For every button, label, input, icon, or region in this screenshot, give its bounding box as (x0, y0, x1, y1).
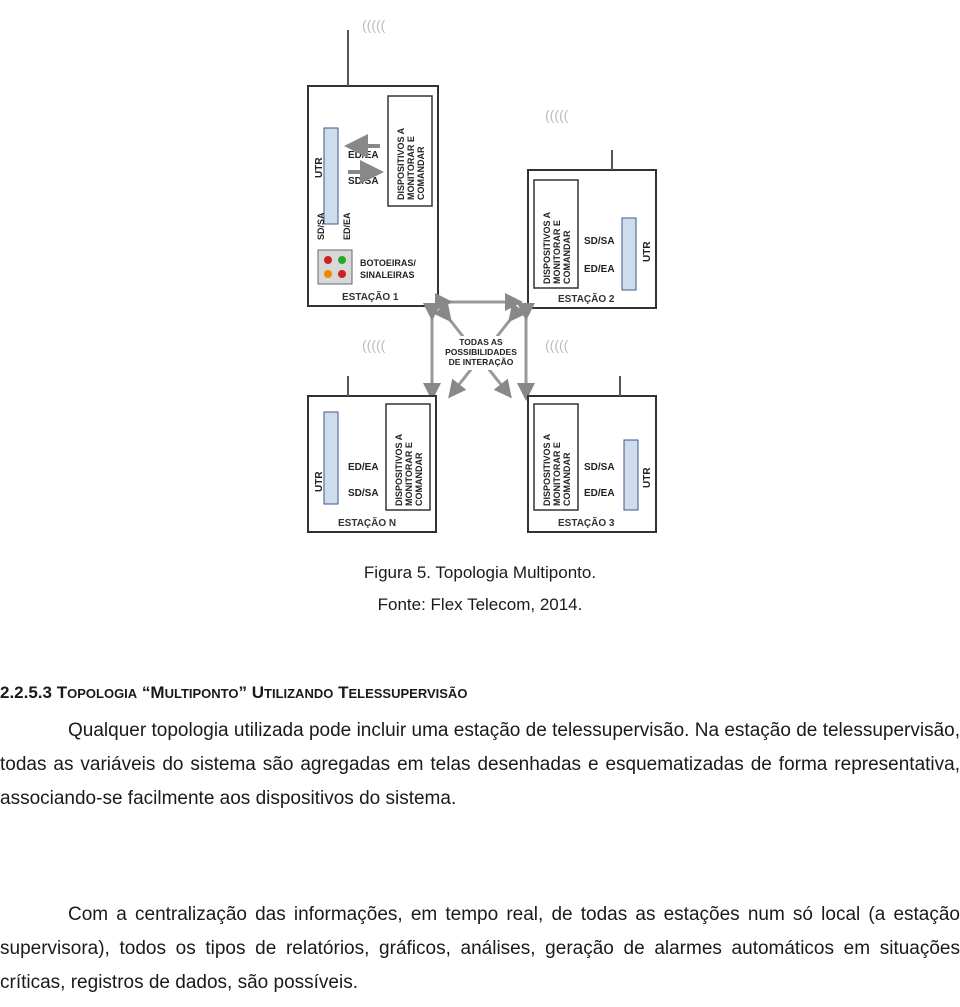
station-2: ((((( DISPOSITIVOS A MONITORAR E COMANDA… (527, 107, 657, 309)
buttons-label: SINALEIRAS (360, 270, 415, 280)
signal-label: ED/EA (348, 150, 379, 161)
signal-label: SD/SA (348, 176, 379, 187)
heading-word: OPOLOGIA (67, 686, 138, 701)
devices-label: COMANDAR (562, 230, 572, 284)
figure-caption: Figura 5. Topologia Multiponto. (363, 563, 597, 582)
interaction-label: TODAS AS (459, 337, 503, 347)
station-name: ESTAÇÃO 2 (558, 292, 615, 305)
signal-label: SD/SA (316, 212, 326, 240)
buttons-label: BOTOEIRAS/ (360, 258, 416, 268)
devices-label: COMANDAR (562, 452, 572, 506)
heading-word: TILIZANDO (264, 686, 334, 701)
section-heading: 2.2.5.3 TOPOLOGIA “MULTIPONTO” UTILIZAND… (0, 683, 467, 703)
figure-source: Fonte: Flex Telecom, 2014. (377, 595, 583, 614)
station-1: ((((( UTR ED/EA SD/SA DISPOSITIVOS A MON… (307, 17, 439, 307)
station-name: ESTAÇÃO N (338, 516, 396, 529)
signal-waves-icon: ((((( (362, 337, 386, 353)
heading-quote: “ (141, 683, 151, 702)
devices-label: MONITORAR E (552, 220, 562, 284)
heading-word: T (56, 683, 68, 702)
signal-label: SD/SA (348, 488, 379, 499)
devices-label: DISPOSITIVOS A (394, 433, 404, 506)
signal-label: ED/EA (348, 462, 379, 473)
signal-label: ED/EA (584, 488, 615, 499)
utr-label: UTR (642, 467, 653, 488)
heading-word: T (338, 683, 349, 702)
devices-label: DISPOSITIVOS A (542, 433, 552, 506)
heading-word: U (251, 683, 265, 702)
heading-quote: ” (238, 683, 248, 702)
section-number: 2.2.5.3 (0, 683, 52, 702)
heading-word: ELESSUPERVISÃO (348, 686, 468, 701)
utr-label: UTR (314, 471, 325, 492)
body-paragraph: Com a centralização das informações, em … (0, 898, 960, 1000)
station-name: ESTAÇÃO 1 (342, 290, 399, 303)
signal-label: ED/EA (342, 212, 352, 240)
topology-diagram: ((((( UTR ED/EA SD/SA DISPOSITIVOS A MON… (307, 17, 657, 533)
utr-rack-icon (323, 127, 339, 225)
station-n: ((((( UTR ED/EA SD/SA DISPOSITIVOS A MON… (307, 337, 437, 533)
heading-word: M (150, 683, 165, 702)
signal-label: ED/EA (584, 264, 615, 275)
utr-label: UTR (642, 241, 653, 262)
devices-label: MONITORAR E (552, 442, 562, 506)
utr-rack-icon (623, 439, 639, 511)
paragraph-text: Com a centralização das informações, em … (0, 904, 960, 993)
interaction-label: POSSIBILIDADES (445, 347, 517, 357)
signal-label: SD/SA (584, 236, 615, 247)
signal-waves-icon: ((((( (362, 17, 386, 33)
utr-rack-icon (621, 217, 637, 291)
topology-figure: ((((( UTR ED/EA SD/SA DISPOSITIVOS A MON… (290, 0, 670, 545)
station-name: ESTAÇÃO 3 (558, 516, 615, 529)
devices-label: COMANDAR (414, 452, 424, 506)
devices-label: DISPOSITIVOS A (396, 127, 406, 200)
paragraph-text: Qualquer topologia utilizada pode inclui… (0, 720, 960, 809)
body-paragraph: Qualquer topologia utilizada pode inclui… (0, 714, 960, 816)
interaction-arrows: TODAS AS POSSIBILIDADES DE INTERAÇÃO (423, 293, 535, 401)
button-panel-icon (317, 249, 353, 285)
devices-label: COMANDAR (416, 146, 426, 200)
signal-label: SD/SA (584, 462, 615, 473)
devices-label: MONITORAR E (404, 442, 414, 506)
signal-waves-icon: ((((( (545, 337, 569, 353)
utr-label: UTR (314, 157, 325, 178)
heading-word: ULTIPONTO (164, 686, 239, 701)
devices-label: DISPOSITIVOS A (542, 211, 552, 284)
station-3: ((((( DISPOSITIVOS A MONITORAR E COMANDA… (527, 337, 657, 533)
devices-label: MONITORAR E (406, 136, 416, 200)
interaction-label: DE INTERAÇÃO (449, 357, 514, 367)
signal-waves-icon: ((((( (545, 107, 569, 123)
utr-rack-icon (323, 411, 339, 505)
